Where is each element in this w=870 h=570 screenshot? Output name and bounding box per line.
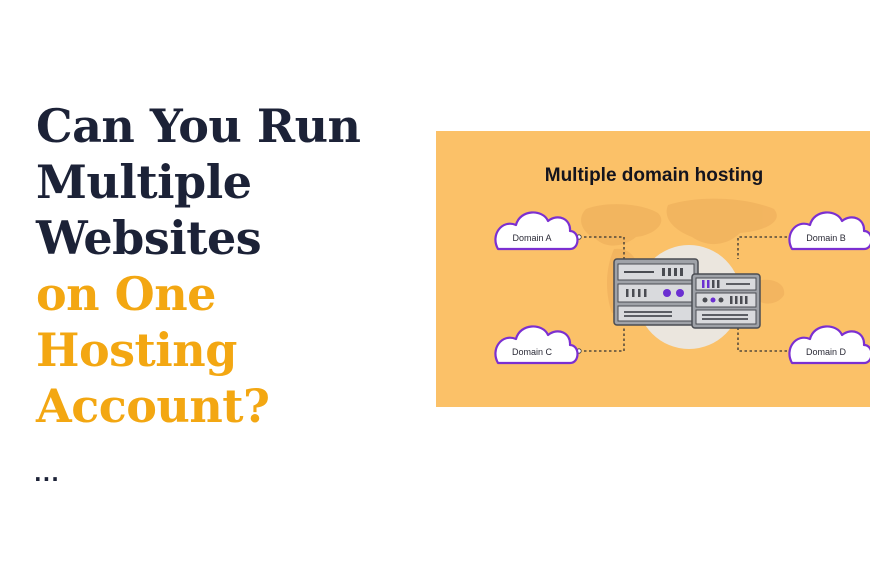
illustration-title: Multiple domain hosting — [545, 165, 763, 186]
domain-a-label: Domain A — [512, 233, 551, 243]
headline-line-5: Hosting — [36, 323, 237, 377]
domain-cloud-a: Domain A — [494, 211, 579, 251]
domain-cloud-b: Domain B — [788, 211, 870, 251]
excerpt-ellipsis: ... — [34, 462, 60, 486]
article-headline: Can You Run Multiple Websites on One Hos… — [36, 98, 361, 434]
headline-line-4: on One — [36, 267, 216, 321]
domain-cloud-c: Domain C — [494, 325, 579, 365]
headline-line-3: Websites — [36, 211, 262, 265]
multiple-domain-hosting-illustration: Multiple domain hosting — [436, 131, 870, 407]
domain-c-label: Domain C — [512, 347, 553, 357]
domain-cloud-d: Domain D — [788, 325, 870, 365]
server-rack-primary — [613, 258, 699, 326]
server-rack-secondary — [691, 273, 761, 329]
headline-line-2: Multiple — [36, 155, 252, 209]
domain-d-label: Domain D — [806, 347, 847, 357]
headline-line-1: Can You Run — [36, 99, 361, 153]
domain-b-label: Domain B — [806, 233, 846, 243]
connector-lines — [579, 236, 792, 352]
illustration-svg: Multiple domain hosting — [494, 165, 870, 365]
headline-line-6: Account? — [36, 379, 270, 433]
